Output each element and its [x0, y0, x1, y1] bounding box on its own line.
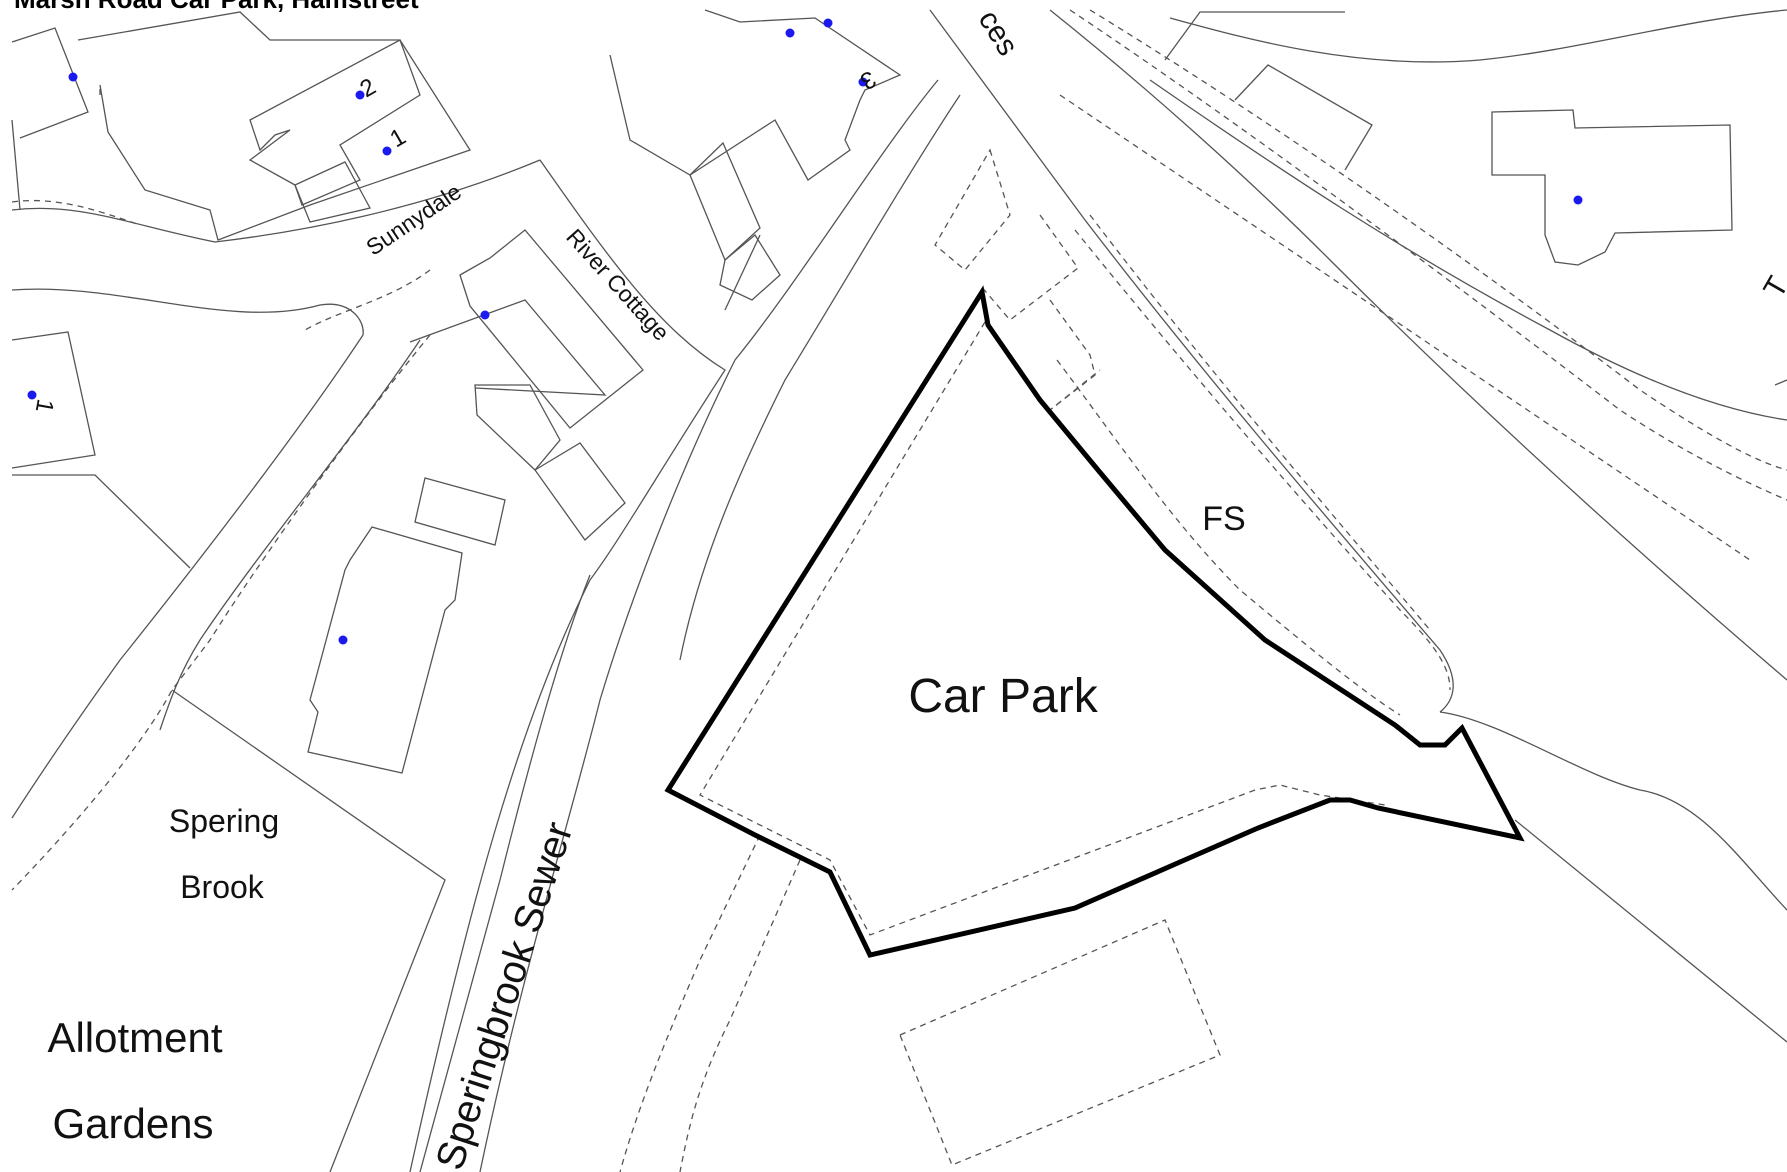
dashed-line	[11, 199, 141, 226]
label-sunnydale: Sunnydale	[361, 178, 466, 260]
buildings	[11, 9, 1787, 774]
sewer-edge	[419, 574, 591, 1172]
building-outline	[11, 27, 89, 139]
address-point	[785, 28, 795, 38]
dashed-line	[1074, 229, 1451, 691]
building-outline	[248, 39, 421, 206]
dashed-rectangle	[899, 919, 1221, 1166]
building-outline	[414, 477, 506, 546]
site-boundary	[664, 285, 1525, 958]
plot-boundary	[12, 474, 191, 569]
dashed-line	[699, 321, 1386, 936]
plot-boundary	[11, 119, 21, 211]
building-outline	[609, 9, 902, 181]
address-point	[1573, 195, 1583, 205]
label-gardens: Gardens	[52, 1100, 213, 1147]
road-edge	[11, 159, 541, 243]
building-outline	[77, 11, 471, 241]
dashed-line	[1049, 299, 1101, 411]
road-edge	[159, 339, 421, 731]
address-point	[68, 72, 78, 82]
address-point	[823, 18, 833, 28]
road-edge	[409, 159, 726, 1172]
dashed-line	[1069, 9, 1787, 501]
label-house-1-west: 1	[30, 397, 59, 415]
building-outline	[459, 229, 644, 429]
dashed-line	[1059, 94, 1751, 561]
dashed-line	[1089, 9, 1787, 471]
label-allotment: Allotment	[47, 1014, 222, 1061]
map-labels: Car Park FS Sunnydale River Cottage Sper…	[30, 4, 1787, 1172]
building-outline	[689, 141, 761, 262]
dashed-boundaries	[11, 9, 1787, 1172]
dashed-line	[979, 214, 1079, 321]
dashed-line	[304, 269, 431, 331]
building-outline	[724, 234, 761, 311]
road-edge	[1049, 9, 1787, 681]
building-outline	[11, 331, 96, 469]
address-point	[480, 310, 490, 320]
label-car-park: Car Park	[908, 670, 1098, 723]
building-outline	[719, 234, 781, 301]
road-edge	[1169, 9, 1787, 63]
building-outline	[307, 526, 463, 774]
building-outline	[474, 384, 561, 471]
building-outline	[1164, 11, 1345, 61]
dashed-line	[1089, 214, 1431, 631]
address-point	[355, 90, 365, 100]
building-outline	[534, 442, 626, 541]
label-ces: ces	[972, 4, 1025, 61]
road-edge	[479, 79, 939, 1172]
map-title: Marsh Road Car Park, Hamstreet	[14, 0, 419, 12]
label-fs: FS	[1202, 500, 1245, 538]
address-point	[338, 635, 348, 645]
dashed-line	[11, 334, 431, 891]
road-edge	[929, 9, 1454, 713]
road-edge	[1439, 711, 1787, 911]
road-edge	[11, 334, 364, 819]
roads-and-boundaries	[11, 9, 1787, 1172]
dashed-line	[619, 834, 761, 1172]
road-edge	[1514, 819, 1787, 1043]
address-point	[858, 77, 868, 87]
road-edge	[11, 288, 364, 336]
address-points	[27, 18, 1583, 645]
label-edge-t: T	[1757, 271, 1787, 303]
building-outline	[1491, 109, 1733, 266]
building-outline	[294, 161, 371, 223]
label-river-cottage: River Cottage	[561, 224, 674, 346]
address-point	[27, 390, 37, 400]
label-spering: Spering	[169, 803, 279, 839]
dashed-line	[679, 859, 801, 1172]
label-brook: Brook	[180, 869, 265, 905]
building-outline	[409, 299, 607, 396]
dashed-line	[934, 148, 1011, 271]
road-edge	[679, 94, 961, 661]
road-edge	[1149, 79, 1787, 421]
plot-boundary	[171, 689, 446, 1172]
address-point	[382, 146, 392, 156]
building-outline	[1774, 379, 1787, 386]
dashed-line	[1056, 359, 1401, 716]
building-outline	[1234, 64, 1373, 171]
